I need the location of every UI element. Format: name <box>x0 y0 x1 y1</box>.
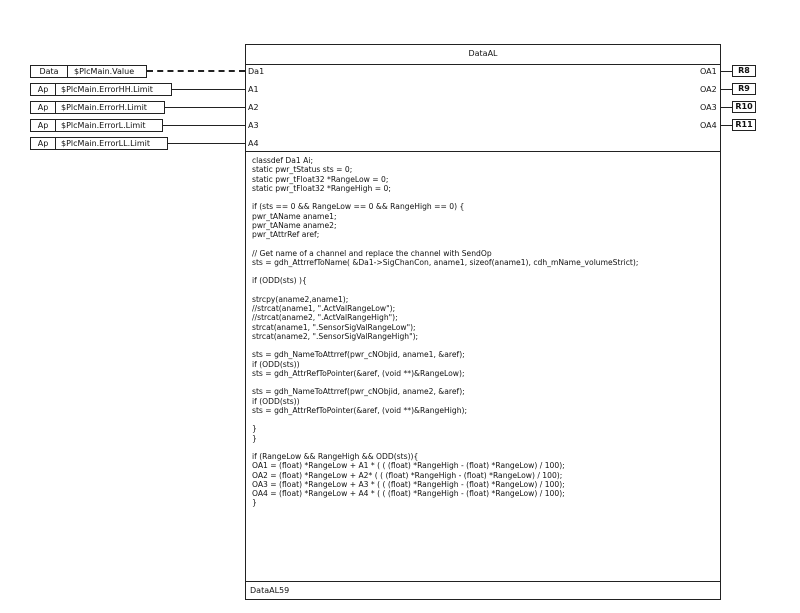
footer-divider <box>245 581 721 582</box>
output-pin-oa2: OA2 <box>700 85 717 94</box>
code-line: pwr_tAttrRef aref; <box>252 230 320 239</box>
code-line <box>252 267 718 276</box>
dataal-block[interactable] <box>245 44 721 600</box>
a2-connection <box>165 107 245 108</box>
input-pin-a4: A4 <box>248 139 259 148</box>
code-line: } <box>252 424 257 434</box>
input-box-a1[interactable]: Ap $PlcMain.ErrorHH.Limit <box>30 83 172 96</box>
input-box-a3[interactable]: Ap $PlcMain.ErrorL.Limit <box>30 119 163 132</box>
code-line: sts = gdh_AttrRefToPointer(&aref, (void … <box>252 368 465 378</box>
code-line: strcat(aname1, ".SensorSigValRangeLow"); <box>252 322 416 332</box>
input-pin-a1: A1 <box>248 85 259 94</box>
output-box-r11[interactable]: R11 <box>732 119 756 131</box>
code-line: pwr_tAName aname1; <box>252 211 337 221</box>
code-line <box>252 415 718 424</box>
code-line: //strcat(aname1, ".ActValRangeLow"); <box>252 304 396 313</box>
code-line: sts = gdh_AttrrefToName( &Da1->SigChanCo… <box>252 257 639 267</box>
code-line: strcat(aname2, ".SensorSigValRangeHigh")… <box>252 331 419 341</box>
oa2-connection <box>721 89 732 90</box>
code-line: strcpy(aname2,aname1); <box>252 294 349 304</box>
a4-connection <box>168 143 245 144</box>
code-line: if (ODD(sts) ){ <box>252 276 307 286</box>
input-type: Ap <box>31 138 56 149</box>
input-value: $PlcMain.ErrorLL.Limit <box>61 139 150 148</box>
code-line <box>252 286 718 295</box>
input-pin-da1: Da1 <box>248 67 265 76</box>
block-footer: DataAL59 <box>250 586 290 595</box>
input-box-data[interactable]: Data $PlcMain.Value <box>30 65 147 78</box>
code-line: sts = gdh_NameToAttrref(pwr_cNObjid, ana… <box>252 350 465 360</box>
code-line: if (ODD(sts)) <box>252 359 300 369</box>
code-line: OA2 = (float) *RangeLow + A2* ( ( (float… <box>252 470 563 480</box>
code-line: if (ODD(sts)) <box>252 396 300 406</box>
a3-connection <box>163 125 245 126</box>
code-line: classdef Da1 Ai; <box>252 156 314 165</box>
input-type: Ap <box>31 120 56 131</box>
code-line: } <box>252 433 257 443</box>
title-divider <box>245 64 721 65</box>
oa1-connection <box>721 71 732 72</box>
code-line: static pwr_tFloat32 *RangeLow = 0; <box>252 174 389 184</box>
input-box-a2[interactable]: Ap $PlcMain.ErrorH.Limit <box>30 101 165 114</box>
a1-connection <box>172 89 245 90</box>
output-box-r8[interactable]: R8 <box>732 65 756 77</box>
block-title: DataAL <box>468 49 498 58</box>
oa4-connection <box>721 125 732 126</box>
code-line: OA4 = (float) *RangeLow + A4 * ( ( (floa… <box>252 489 565 498</box>
output-box-r9[interactable]: R9 <box>732 83 756 95</box>
code-line <box>252 193 718 202</box>
code-line: if (sts == 0 && RangeLow == 0 && RangeHi… <box>252 202 465 212</box>
code-line: sts = gdh_NameToAttrref(pwr_cNObjid, ana… <box>252 387 465 397</box>
code-line <box>252 239 718 248</box>
input-type: Data <box>31 66 68 77</box>
input-type: Ap <box>31 84 56 95</box>
code-line: if (RangeLow && RangeHigh && ODD(sts)){ <box>252 452 419 461</box>
code-line <box>252 378 718 387</box>
output-pin-oa4: OA4 <box>700 121 717 130</box>
output-box-r10[interactable]: R10 <box>732 101 756 113</box>
code-line: OA3 = (float) *RangeLow + A3 * ( ( (floa… <box>252 479 565 489</box>
input-value: $PlcMain.ErrorH.Limit <box>61 103 147 112</box>
code-line: //strcat(aname2, ".ActValRangeHigh"); <box>252 313 398 323</box>
output-pin-oa3: OA3 <box>700 103 717 112</box>
code-line: } <box>252 498 257 508</box>
code-line: OA1 = (float) *RangeLow + A1 * ( ( (floa… <box>252 461 565 471</box>
input-type: Ap <box>31 102 56 113</box>
pins-divider <box>245 151 721 152</box>
input-pin-a2: A2 <box>248 103 259 112</box>
input-value: $PlcMain.ErrorL.Limit <box>61 121 146 130</box>
code-line: static pwr_tFloat32 *RangeHigh = 0; <box>252 183 391 193</box>
code-line: pwr_tAName aname2; <box>252 220 337 230</box>
code-line: // Get name of a channel and replace the… <box>252 248 492 258</box>
oa3-connection <box>721 107 732 108</box>
code-line <box>252 341 718 350</box>
data-connection-dashed <box>147 70 245 72</box>
input-box-a4[interactable]: Ap $PlcMain.ErrorLL.Limit <box>30 137 168 150</box>
output-pin-oa1: OA1 <box>700 67 717 76</box>
code-text: classdef Da1 Ai;static pwr_tStatus sts =… <box>252 156 718 508</box>
code-line: static pwr_tStatus sts = 0; <box>252 165 353 175</box>
input-value: $PlcMain.Value <box>74 67 135 76</box>
input-value: $PlcMain.ErrorHH.Limit <box>61 85 153 94</box>
code-line <box>252 443 718 452</box>
input-pin-a3: A3 <box>248 121 259 130</box>
code-line: sts = gdh_AttrRefToPointer(&aref, (void … <box>252 405 468 415</box>
